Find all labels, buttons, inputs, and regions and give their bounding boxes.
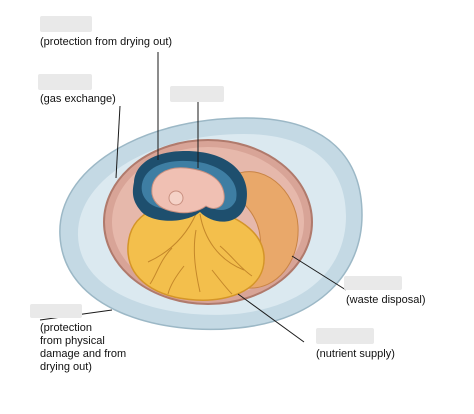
leader-lines — [39, 52, 347, 343]
label-protection-line1: (protection — [40, 322, 92, 334]
label-nutrient-supply: (nutrient supply) — [316, 348, 395, 360]
label-protection-line4: drying out) — [40, 361, 92, 373]
yolk-vessels — [147, 213, 253, 295]
label-protection: (protection from physical damage and fro… — [40, 322, 126, 374]
blank-chorion — [38, 74, 92, 90]
label-gas-exchange: (gas exchange) — [40, 93, 116, 105]
blank-allantois — [344, 276, 402, 290]
label-protection-line3: damage and from — [40, 348, 127, 360]
label-drying: (protection from drying out) — [40, 36, 173, 48]
blank-shell — [30, 304, 82, 318]
blank-yolk-sac — [316, 328, 374, 344]
blank-amnion — [40, 16, 92, 32]
label-protection-line2: from physical — [40, 335, 105, 347]
label-waste-disposal: (waste disposal) — [346, 294, 426, 306]
blank-embryo — [170, 86, 224, 102]
